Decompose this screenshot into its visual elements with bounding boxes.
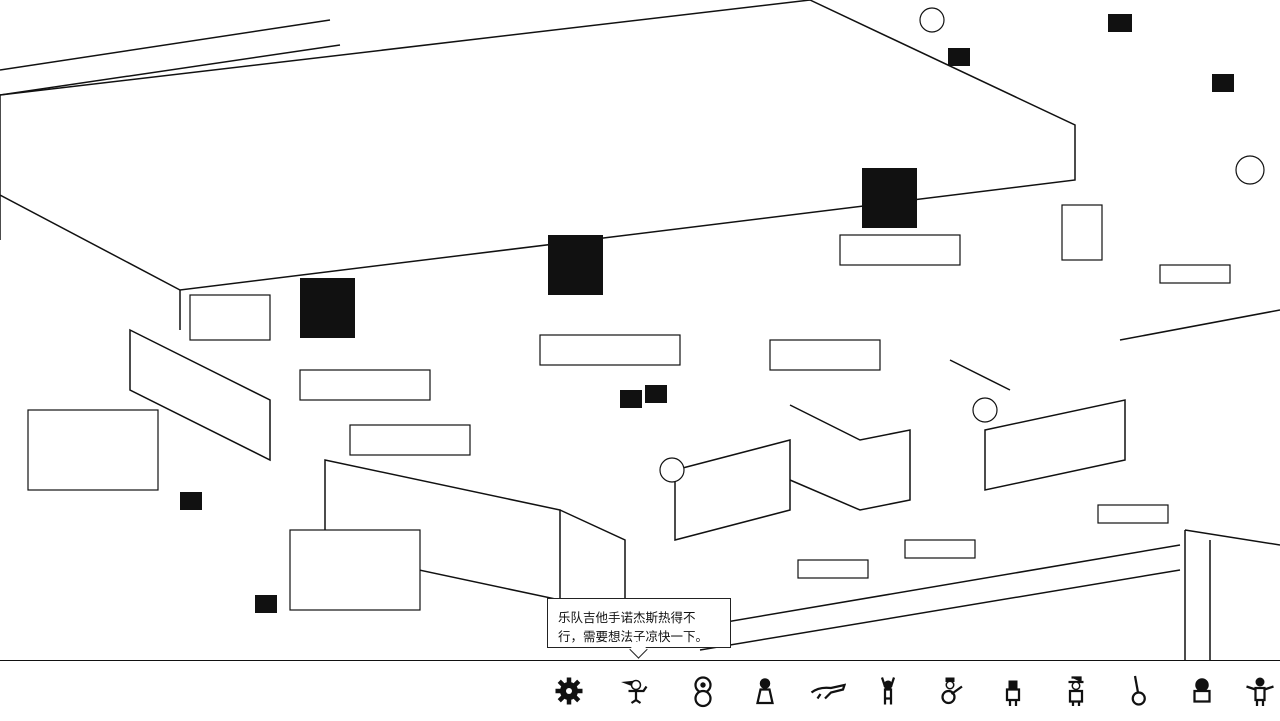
mixing-desk (539, 334, 681, 366)
target-guitar[interactable] (1118, 671, 1158, 711)
gear-icon (555, 677, 583, 705)
long-hair-person-icon (1005, 680, 1021, 706)
cubicle-wall (984, 399, 1126, 491)
target-person-arms-up[interactable] (868, 671, 908, 711)
target-guitar-player[interactable] (930, 671, 970, 711)
settings-button[interactable] (549, 671, 589, 711)
fridge (1061, 204, 1103, 261)
door (548, 235, 603, 295)
target-hat-person[interactable] (1056, 671, 1096, 711)
hint-tooltip: 乐队吉他手诺杰斯热得不行，需要想法子凉快一下。 (547, 598, 731, 648)
hat-person-icon (1068, 676, 1084, 706)
speaker-stack (189, 294, 271, 341)
target-crocodile[interactable] (808, 671, 848, 711)
server-cabinet (289, 529, 421, 611)
target-person-arms-out[interactable] (1240, 671, 1280, 711)
target-bar (0, 660, 1280, 721)
hooded-person-icon (756, 678, 774, 705)
mixing-desk (349, 424, 471, 456)
bench (1159, 264, 1231, 284)
target-hooded-person[interactable] (745, 671, 785, 711)
guitar-player-icon (941, 677, 963, 705)
bench (797, 559, 869, 579)
game-scene[interactable] (0, 0, 1280, 660)
bench (904, 539, 976, 559)
guitarist-hot-icon (621, 679, 648, 704)
mixing-desk (839, 234, 961, 266)
bench (1097, 504, 1169, 524)
target-speaker[interactable] (683, 671, 723, 711)
target-bushy-hair-person[interactable] (1182, 671, 1222, 711)
rooftop-wall (0, 0, 1076, 291)
speaker-icon (694, 676, 712, 708)
bushy-hair-person-icon (1193, 678, 1211, 703)
mixing-desk (769, 339, 881, 371)
crocodile-icon (810, 683, 846, 700)
server-cabinet (27, 409, 159, 491)
cubicle-wall (674, 439, 791, 541)
door (862, 168, 917, 228)
mixing-desk (299, 369, 431, 401)
person-arms-up-icon (880, 677, 896, 705)
guitar-icon (1131, 675, 1146, 706)
cubicle-wall (129, 328, 271, 462)
target-long-hair-person[interactable] (993, 671, 1033, 711)
target-guitarist-hot[interactable] (616, 671, 656, 711)
person-arms-out-icon (1246, 677, 1274, 706)
door (300, 278, 355, 338)
stage-truss (1184, 529, 1280, 660)
